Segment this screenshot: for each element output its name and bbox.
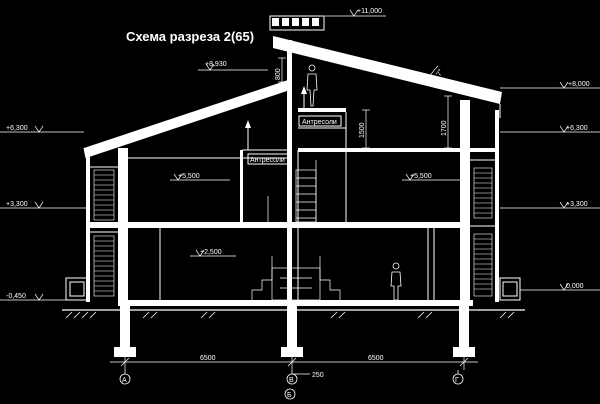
axis-label-v: В <box>289 377 294 384</box>
level-left-3300: +3,300 <box>6 201 28 208</box>
level-right-ground: 0,000 <box>566 283 584 290</box>
axis-label-a: А <box>122 377 127 384</box>
human-figure-upper <box>306 64 318 107</box>
mezzanine-lower-label: Антресоли <box>250 157 285 164</box>
level-ridge-left: +8,930 <box>205 61 227 68</box>
dim-1700: 1700 <box>441 120 448 136</box>
dim-span-right: 6500 <box>368 355 384 362</box>
level-floor2-left: +5,500 <box>178 173 200 180</box>
dim-800: 800 <box>275 68 282 80</box>
axis-label-b: Б <box>287 392 292 399</box>
level-left-6300: +6,300 <box>6 125 28 132</box>
level-floor2-right: +5,500 <box>410 173 432 180</box>
vertical-dims <box>278 57 452 149</box>
level-right-6300: +6,300 <box>566 125 588 132</box>
level-left-ground: -0,450 <box>6 293 26 300</box>
floors <box>90 86 498 301</box>
level-mezz-ground: +2,500 <box>200 249 222 256</box>
drawing-title: Схема разреза 2(65) <box>126 29 254 44</box>
mezzanine-upper-label: Антресоли <box>302 119 337 126</box>
right-wall <box>460 100 521 302</box>
foundation <box>114 300 475 357</box>
axis-bubbles <box>119 370 464 400</box>
dim-1500: 1500 <box>359 122 366 138</box>
dim-span-left: 6500 <box>200 355 216 362</box>
human-figure-lower <box>390 262 402 301</box>
level-roof-top: +11,000 <box>357 8 382 15</box>
level-right-3300: +3,300 <box>566 201 588 208</box>
dim-offset: 250 <box>312 372 324 379</box>
room-labels: Антресоли Антресоли <box>247 115 342 165</box>
level-right-8000: +8,000 <box>568 81 590 88</box>
horizontal-dims <box>110 357 478 375</box>
axis-label-g: Г <box>455 377 459 384</box>
roof <box>83 15 502 300</box>
level-marks <box>0 9 600 301</box>
